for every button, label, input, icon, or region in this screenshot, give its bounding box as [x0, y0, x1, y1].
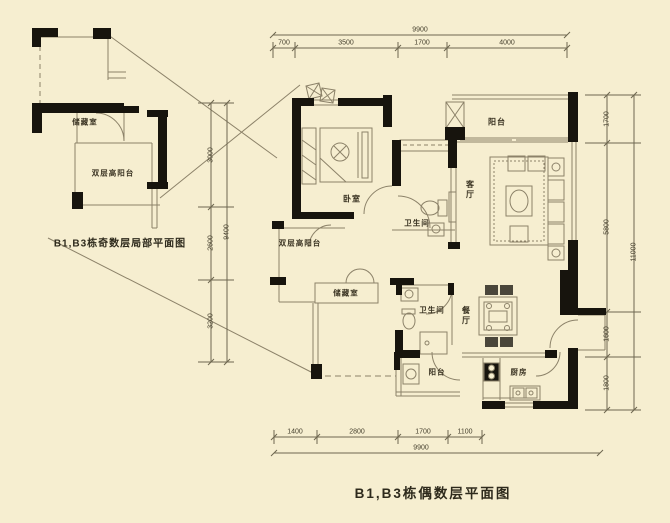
dim-top-total: 9900: [412, 26, 428, 34]
room-label-balcony-bottom: 阳台: [428, 367, 446, 377]
room-label-storage: 储藏室: [333, 288, 359, 298]
dim-top-seg: 4000: [499, 39, 515, 47]
dim-left-plan-seg: 3200: [207, 313, 215, 329]
left-plan-label-double-balcony: 双层高阳台: [91, 168, 135, 178]
left-plan: [39, 36, 160, 229]
dim-bottom-seg: 1100: [457, 428, 473, 436]
dim-top-seg: 3500: [338, 39, 354, 47]
dim-bottom-total: 9900: [413, 444, 429, 452]
dim-left-plan-seg: 2600: [207, 235, 215, 251]
room-label-living: 客厅: [465, 180, 475, 200]
room-label-balcony-top: 阳台: [488, 117, 506, 127]
dim-top-seg: 1700: [414, 39, 430, 47]
room-label-bath-top: 卫生间: [404, 218, 430, 228]
left-plan-label-storage: 储藏室: [72, 117, 98, 127]
main-plan-lines: [278, 82, 606, 408]
dim-right-seg: 1600: [603, 326, 611, 342]
dim-right-seg: 1800: [603, 375, 611, 391]
room-label-double-balcony: 双层高阳台: [278, 238, 322, 248]
room-label-dining: 餐厅: [461, 306, 471, 326]
room-label-kitchen: 厨房: [510, 367, 528, 377]
dim-left-plan-seg: 3000: [207, 147, 215, 163]
callout-lines: [47, 33, 314, 374]
walls: [32, 28, 606, 409]
dim-right-seg: 1700: [603, 111, 611, 127]
dim-right-seg: 5800: [603, 219, 611, 235]
room-label-bedroom: 卧室: [343, 194, 361, 204]
dining-chairs: [485, 285, 513, 347]
dim-bottom-seg: 1400: [287, 428, 303, 436]
main-plan-caption: B1,B3栋偶数层平面图: [354, 486, 512, 501]
stove-icon: [483, 362, 500, 382]
dim-left-plan-total: 9400: [223, 224, 231, 240]
dimension-lines: [198, 31, 641, 457]
dim-right-total: 11000: [630, 242, 638, 262]
dim-bottom-seg: 2800: [349, 428, 365, 436]
left-plan-caption: B1,B3栋奇数层局部平面图: [53, 238, 187, 250]
dim-top-seg: 700: [278, 39, 290, 47]
dim-bottom-seg: 1700: [415, 428, 431, 436]
room-label-bath-mid: 卫生间: [419, 305, 445, 315]
